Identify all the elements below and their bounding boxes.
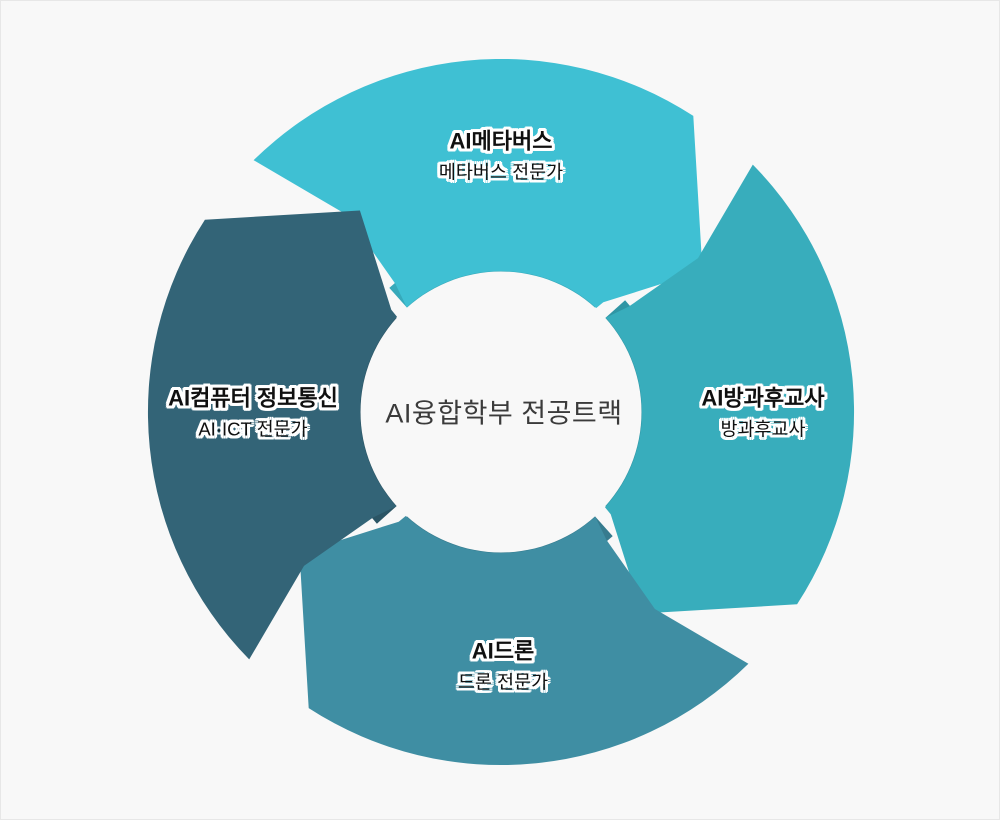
segment-title: AI방과후교사 [701,385,825,411]
segment-label-ai-metaverse: AI메타버스 메타버스 전문가 [439,130,563,182]
segment-ai-metaverse [253,58,703,308]
segment-label-ai-afterschool-teacher: AI방과후교사 방과후교사 [701,387,824,439]
segment-ai-computer-ict [147,210,397,660]
segment-title: AI드론 [471,638,535,664]
segment-label-ai-drone: AI드론 드론 전문가 [458,640,548,692]
segment-ai-afterschool-teacher [605,164,855,614]
segment-title: AI컴퓨터 정보통신 [168,385,338,411]
segment-label-ai-computer-ict: AI컴퓨터 정보통신 AI·ICT 전문가 [168,387,338,439]
segment-subtitle: AI·ICT 전문가 [198,418,308,440]
segment-subtitle: 드론 전문가 [457,671,549,693]
segment-title: AI메타버스 [449,128,553,154]
segment-ai-drone [299,516,749,766]
center-title: AI융합학부 전공트랙 [385,398,623,429]
segment-subtitle: 메타버스 전문가 [438,161,564,183]
segment-subtitle: 방과후교사 [720,418,806,440]
center-circle [360,271,642,553]
